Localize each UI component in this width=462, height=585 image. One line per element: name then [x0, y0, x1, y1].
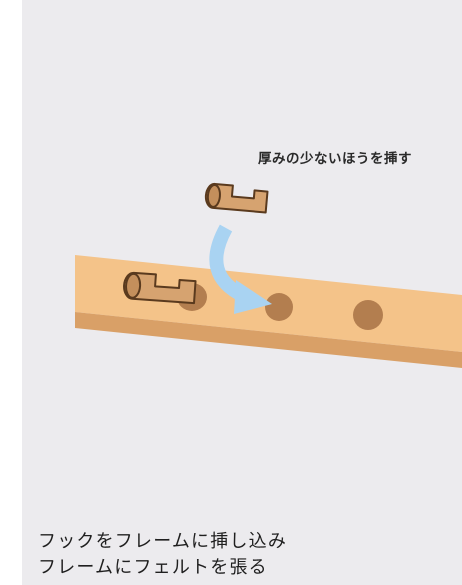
- caption-line-1: フックをフレームに挿し込み: [38, 531, 288, 552]
- curved-arrow-icon: [209, 224, 272, 314]
- frame-hole-2: [265, 293, 293, 321]
- caption: フックをフレームに挿し込み フレームにフェルトを張る: [38, 529, 458, 581]
- caption-line-2: フレームにフェルトを張る: [38, 557, 268, 578]
- hook-peg-icon: [204, 182, 269, 214]
- frame-hole-3: [353, 300, 383, 330]
- hook-installation-illustration: [75, 182, 462, 368]
- frame-front-face: [75, 312, 462, 368]
- hook-peg-icon: [123, 271, 197, 305]
- insertion-note: 厚みの少ないほうを挿す: [258, 151, 412, 167]
- instruction-panel: 厚みの少ないほうを挿す フックをフレームに挿し込み フレームにフェルトを張る: [22, 0, 462, 585]
